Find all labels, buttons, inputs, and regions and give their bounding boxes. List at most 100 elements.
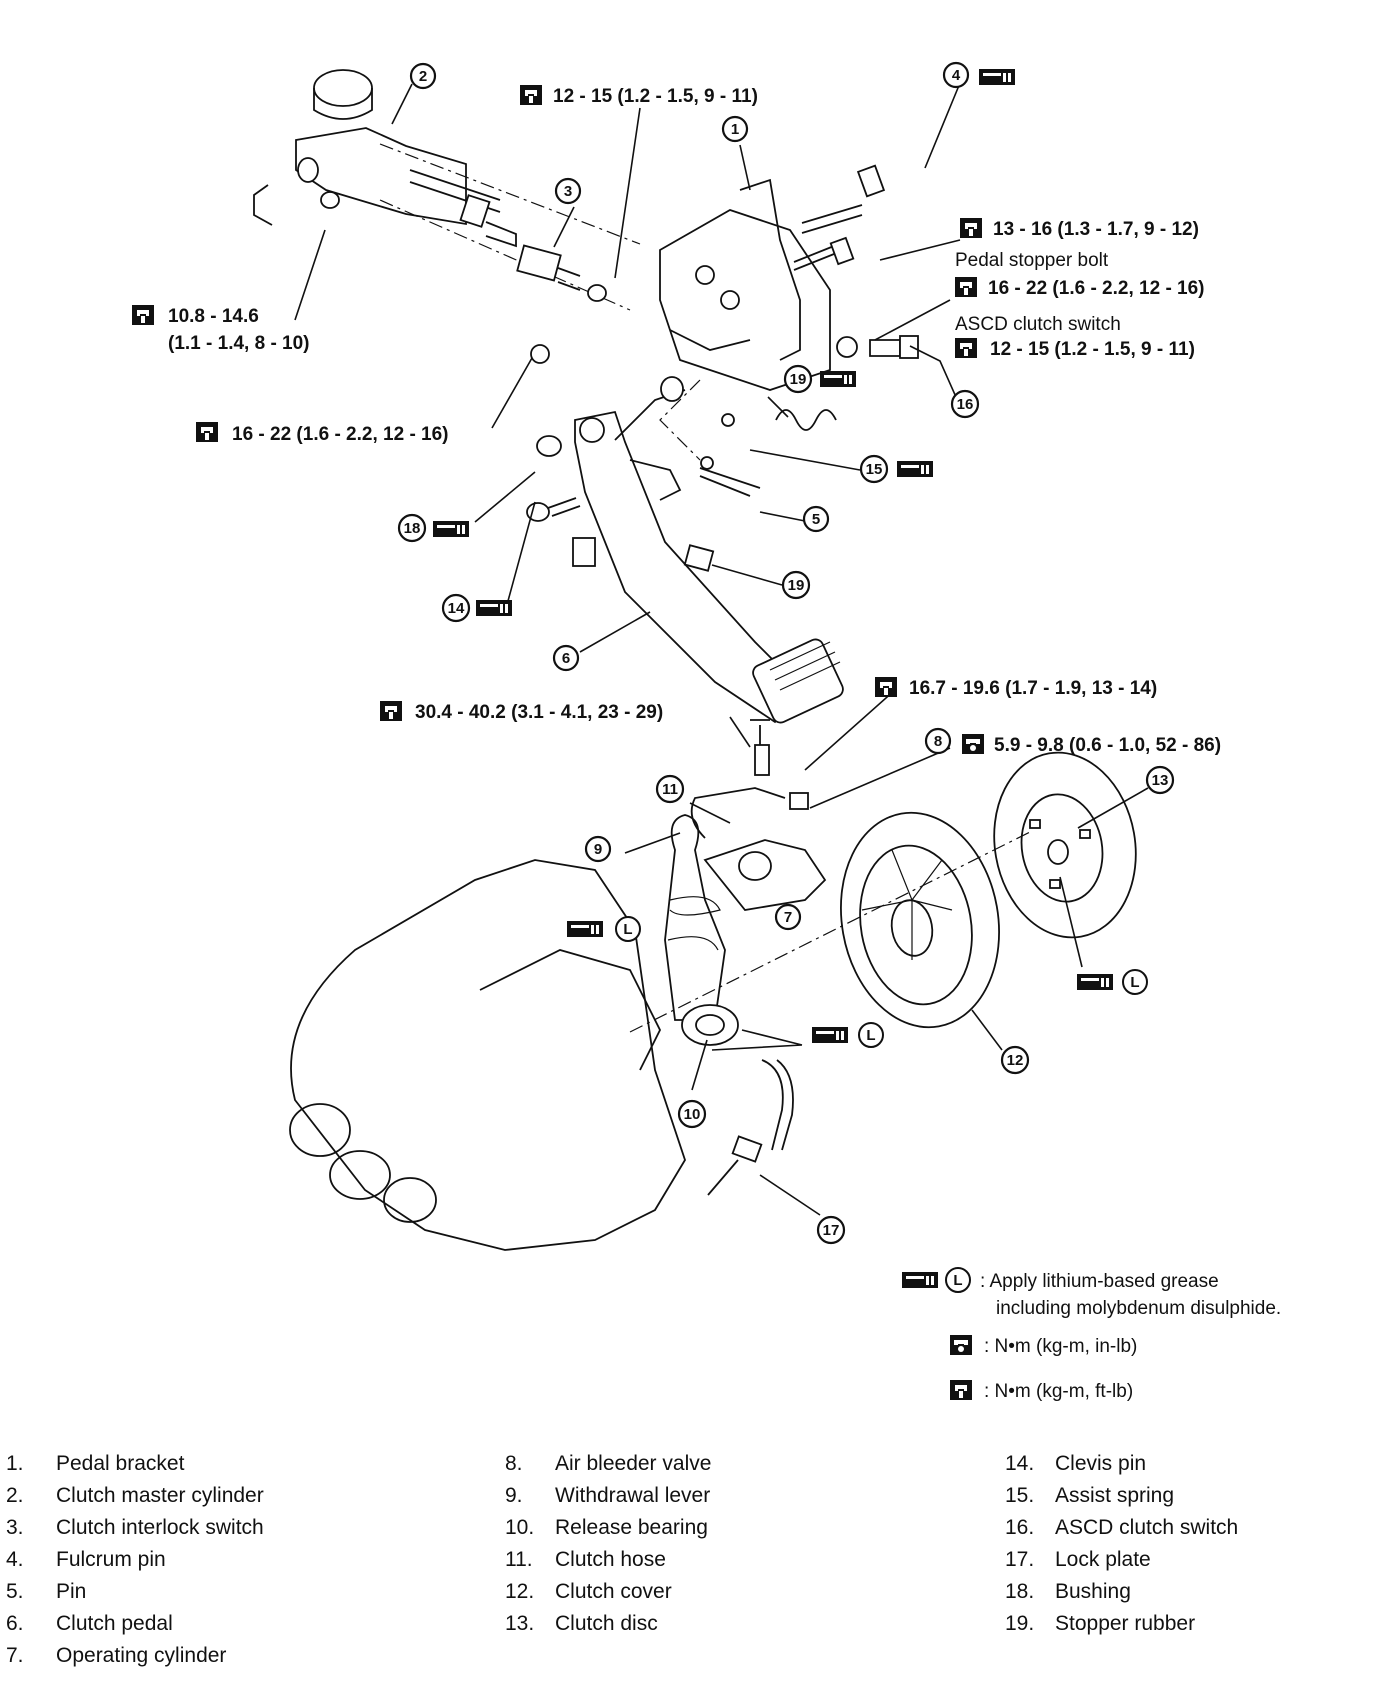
- grease-l-mark: L: [945, 1267, 971, 1293]
- wrench-icon: [955, 277, 977, 297]
- wrench-icon: [132, 305, 154, 325]
- legend-item: 14.Clevis pin: [1005, 1452, 1147, 1475]
- grease-icon: [567, 921, 603, 937]
- torque-spec-pedal-nut: 16 - 22 (1.6 - 2.2, 12 - 16): [232, 424, 449, 445]
- svg-text:9: 9: [594, 841, 602, 858]
- legend-item: 15.Assist spring: [1005, 1484, 1175, 1507]
- svg-text:18: 18: [404, 520, 421, 537]
- parts-legend: 1.Pedal bracket 2.Clutch master cylinder…: [0, 1448, 1376, 1688]
- lock-plate-drawing: [707, 1059, 794, 1196]
- torque-spec-master-sub: (1.1 - 1.4, 8 - 10): [168, 333, 310, 354]
- wrench-icon: [520, 85, 542, 105]
- clutch-cover-drawing: [840, 811, 1000, 1029]
- wrench-icon: [960, 218, 982, 238]
- callout-19b: 19: [781, 570, 811, 600]
- torque-spec-cylinder-bolt: 30.4 - 40.2 (3.1 - 4.1, 23 - 29): [415, 702, 663, 723]
- svg-text:L: L: [623, 921, 632, 938]
- svg-text:11: 11: [662, 781, 678, 798]
- wrench-icon: [955, 338, 977, 358]
- grease-icon: [812, 1027, 848, 1043]
- legend-item: 2.Clutch master cylinder: [6, 1484, 264, 1507]
- legend-item: 8.Air bleeder valve: [505, 1452, 712, 1475]
- torque-spec-ascd-nut: 12 - 15 (1.2 - 1.5, 9 - 11): [990, 339, 1195, 360]
- callout-14: 14: [441, 593, 471, 623]
- callout-10: 10: [677, 1099, 707, 1129]
- svg-text:16: 16: [957, 396, 974, 413]
- operating-cylinder-drawing: [690, 719, 827, 911]
- svg-text:13: 13: [1152, 772, 1169, 789]
- callout-19a: 19: [783, 364, 813, 394]
- svg-text:4: 4: [952, 67, 961, 84]
- callout-7: 7: [774, 903, 802, 931]
- torque-spec-bleeder-bolt: 16.7 - 19.6 (1.7 - 1.9, 13 - 14): [909, 678, 1157, 699]
- legend-item: 19.Stopper rubber: [1005, 1612, 1196, 1635]
- callout-3: 3: [554, 177, 582, 205]
- legend-item: 9.Withdrawal lever: [505, 1484, 711, 1507]
- legend-item: 17.Lock plate: [1005, 1548, 1151, 1571]
- interlock-switch-drawing: [516, 244, 607, 302]
- legend-item: 16.ASCD clutch switch: [1005, 1516, 1239, 1539]
- key-ftlb: : N•m (kg-m, ft-lb): [984, 1381, 1133, 1402]
- svg-text:7: 7: [784, 909, 792, 926]
- svg-text:10: 10: [684, 1106, 701, 1123]
- ascd-clutch-switch-label: ASCD clutch switch: [955, 314, 1121, 335]
- legend-item: 7.Operating cylinder: [6, 1644, 227, 1667]
- legend-item: 13.Clutch disc: [505, 1612, 658, 1635]
- key-grease-line2: including molybdenum disulphide.: [996, 1298, 1281, 1319]
- withdrawal-lever-drawing: [664, 814, 739, 1046]
- pedal-bracket-drawing: [659, 178, 831, 391]
- clutch-master-cylinder-drawing: [253, 69, 641, 311]
- torque-spec-ascd: 16 - 22 (1.6 - 2.2, 12 - 16): [988, 278, 1205, 299]
- legend-item: 10.Release bearing: [505, 1516, 708, 1539]
- wrench-inlb-icon: [962, 734, 984, 754]
- callout-4: 4: [942, 61, 970, 89]
- svg-text:1: 1: [731, 121, 739, 138]
- transaxle-drawing: [289, 859, 686, 1251]
- callout-17: 17: [816, 1215, 846, 1245]
- grease-icon: [897, 461, 933, 477]
- legend-column-2: 8.Air bleeder valve 9.Withdrawal lever 1…: [505, 1448, 711, 1640]
- wrench-icon: [875, 677, 897, 697]
- torque-spec-bleeder: 5.9 - 9.8 (0.6 - 1.0, 52 - 86): [994, 735, 1221, 756]
- svg-text:L: L: [1130, 974, 1139, 991]
- svg-text:8: 8: [934, 733, 942, 750]
- svg-text:L: L: [953, 1272, 962, 1289]
- grease-icon: [902, 1272, 938, 1288]
- torque-spec-interlock: 12 - 15 (1.2 - 1.5, 9 - 11): [553, 86, 758, 107]
- clutch-pedal-drawing: [526, 376, 844, 724]
- callout-2: 2: [409, 62, 437, 90]
- svg-text:5: 5: [812, 511, 820, 528]
- svg-text:19: 19: [790, 371, 807, 388]
- legend-item: 5.Pin: [6, 1580, 87, 1603]
- grease-icon: [820, 371, 856, 387]
- key-inlb: : N•m (kg-m, in-lb): [984, 1336, 1137, 1357]
- callout-12: 12: [1000, 1045, 1030, 1075]
- grease-l-marks: L L L: [615, 916, 1148, 1048]
- torque-spec-stopper: 13 - 16 (1.3 - 1.7, 9 - 12): [993, 219, 1199, 240]
- pedal-stopper-bolt-label: Pedal stopper bolt: [955, 250, 1109, 271]
- legend-item: 11.Clutch hose: [505, 1548, 666, 1571]
- legend-item: 12.Clutch cover: [505, 1580, 672, 1603]
- clutch-exploded-diagram: 2 1 3 4 16 19 15 5 19 18 14 6 8 11 13 9 …: [132, 61, 1281, 1402]
- svg-text:19: 19: [788, 577, 805, 594]
- legend-item: 3.Clutch interlock switch: [6, 1516, 264, 1539]
- legend-column-3: 14.Clevis pin 15.Assist spring 16.ASCD c…: [1005, 1448, 1238, 1640]
- callout-9: 9: [584, 835, 612, 863]
- svg-text:12: 12: [1007, 1052, 1024, 1069]
- clutch-disc-drawing: [993, 751, 1137, 939]
- svg-text:17: 17: [823, 1222, 840, 1239]
- svg-text:6: 6: [562, 650, 570, 667]
- leader-lines: [294, 82, 1149, 1216]
- callout-1: 1: [721, 115, 749, 143]
- callout-13: 13: [1145, 765, 1175, 795]
- svg-text:2: 2: [419, 68, 427, 85]
- callout-11: 11: [655, 774, 685, 804]
- legend-item: 6.Clutch pedal: [6, 1612, 173, 1635]
- callout-6: 6: [552, 644, 580, 672]
- legend-column-1: 1.Pedal bracket 2.Clutch master cylinder…: [6, 1448, 264, 1672]
- fulcrum-and-bolts-drawing: [530, 164, 919, 364]
- wrench-icon: [196, 422, 218, 442]
- svg-text:L: L: [866, 1027, 875, 1044]
- legend-item: 4.Fulcrum pin: [6, 1548, 166, 1571]
- grease-icon: [476, 600, 512, 616]
